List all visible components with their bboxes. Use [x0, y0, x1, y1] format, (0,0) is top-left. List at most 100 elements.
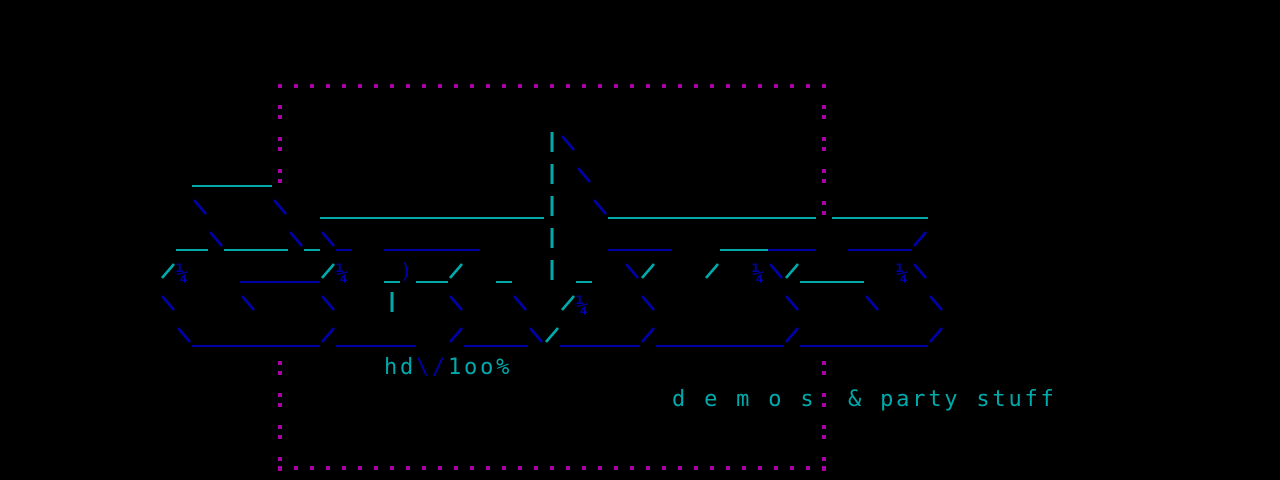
quarter-glyph: ¼	[896, 261, 908, 285]
quarter-glyph: ¼	[336, 261, 348, 285]
frame-dot	[278, 147, 282, 151]
slash-stroke	[561, 295, 575, 311]
frame-dot	[278, 457, 282, 461]
quarter-glyph: ¼	[176, 261, 188, 285]
frame-dot	[390, 84, 394, 88]
frame-dot	[710, 84, 714, 88]
backslash-stroke	[913, 263, 927, 279]
frame-dot	[614, 84, 618, 88]
frame-dot	[438, 466, 442, 470]
frame-dot	[822, 425, 826, 429]
frame-dot	[774, 84, 778, 88]
frame-dot	[518, 84, 522, 88]
frame-dot	[278, 137, 282, 141]
frame-dot	[774, 466, 778, 470]
paren-glyph: )	[400, 259, 412, 283]
frame-dot	[326, 84, 330, 88]
tagline-party-stuff: & party stuff	[848, 387, 1057, 412]
frame-dot	[822, 457, 826, 461]
frame-dot	[358, 466, 362, 470]
frame-dot	[310, 466, 314, 470]
frame-dot	[534, 84, 538, 88]
backslash-stroke	[449, 295, 463, 311]
frame-dot	[326, 466, 330, 470]
backslash-stroke	[561, 135, 575, 151]
frame-dot	[582, 466, 586, 470]
frame-dot	[294, 466, 298, 470]
frame-dot	[374, 84, 378, 88]
frame-dot	[278, 105, 282, 109]
frame-dot	[662, 466, 666, 470]
frame-dot	[294, 84, 298, 88]
slash-stroke	[321, 327, 335, 343]
quarter-glyph: ¼	[576, 293, 588, 317]
tagline-demos: d e m o s	[672, 387, 817, 412]
frame-dot	[566, 466, 570, 470]
frame-dot	[422, 84, 426, 88]
frame-dot	[358, 84, 362, 88]
frame-dot	[278, 425, 282, 429]
signature-author: hd	[384, 355, 417, 380]
frame-dot	[278, 467, 282, 471]
slash-stroke	[641, 263, 655, 279]
frame-dot	[422, 466, 426, 470]
frame-dot	[662, 84, 666, 88]
frame-dot	[502, 466, 506, 470]
frame-dot	[694, 466, 698, 470]
frame-dot	[438, 84, 442, 88]
frame-dot	[278, 169, 282, 173]
frame-dot	[694, 84, 698, 88]
signature-tag: 1oo%	[448, 355, 513, 380]
frame-dot	[342, 466, 346, 470]
backslash-stroke	[577, 167, 591, 183]
backslash-stroke	[641, 295, 655, 311]
frame-dot	[278, 403, 282, 407]
backslash-stroke	[289, 231, 303, 247]
frame-dot	[822, 105, 826, 109]
backslash-stroke	[161, 295, 175, 311]
slash-stroke	[705, 263, 719, 279]
frame-dot	[822, 147, 826, 151]
frame-dot	[470, 84, 474, 88]
frame-dot	[630, 84, 634, 88]
frame-dot	[646, 84, 650, 88]
backslash-stroke	[513, 295, 527, 311]
slash-stroke	[929, 327, 943, 343]
slash-stroke	[545, 327, 559, 343]
frame-dot	[822, 435, 826, 439]
frame-dot	[614, 466, 618, 470]
frame-dot	[502, 84, 506, 88]
frame-dot	[822, 137, 826, 141]
frame-dot	[534, 466, 538, 470]
backslash-stroke	[593, 199, 607, 215]
frame-dot	[758, 466, 762, 470]
frame-dot	[582, 84, 586, 88]
frame-dot	[454, 466, 458, 470]
frame-dot	[822, 371, 826, 375]
frame-dot	[790, 466, 794, 470]
slash-stroke	[913, 231, 927, 247]
frame-dot	[646, 466, 650, 470]
frame-dot	[470, 466, 474, 470]
frame-dot	[598, 84, 602, 88]
backslash-stroke	[321, 295, 335, 311]
frame-dot	[822, 169, 826, 173]
frame-dot	[822, 211, 826, 215]
backslash-stroke	[865, 295, 879, 311]
slash-stroke	[449, 263, 463, 279]
frame-dot	[790, 84, 794, 88]
frame-dot	[550, 466, 554, 470]
backslash-stroke	[625, 263, 639, 279]
frame-dot	[486, 466, 490, 470]
frame-dot	[518, 466, 522, 470]
backslash-stroke	[321, 231, 335, 247]
frame-dot	[278, 179, 282, 183]
backslash-stroke	[241, 295, 255, 311]
frame-dot	[822, 403, 826, 407]
frame-dot	[278, 115, 282, 119]
frame-dot	[726, 84, 730, 88]
frame-dot	[278, 361, 282, 365]
frame-dot	[342, 84, 346, 88]
backslash-stroke	[273, 199, 287, 215]
